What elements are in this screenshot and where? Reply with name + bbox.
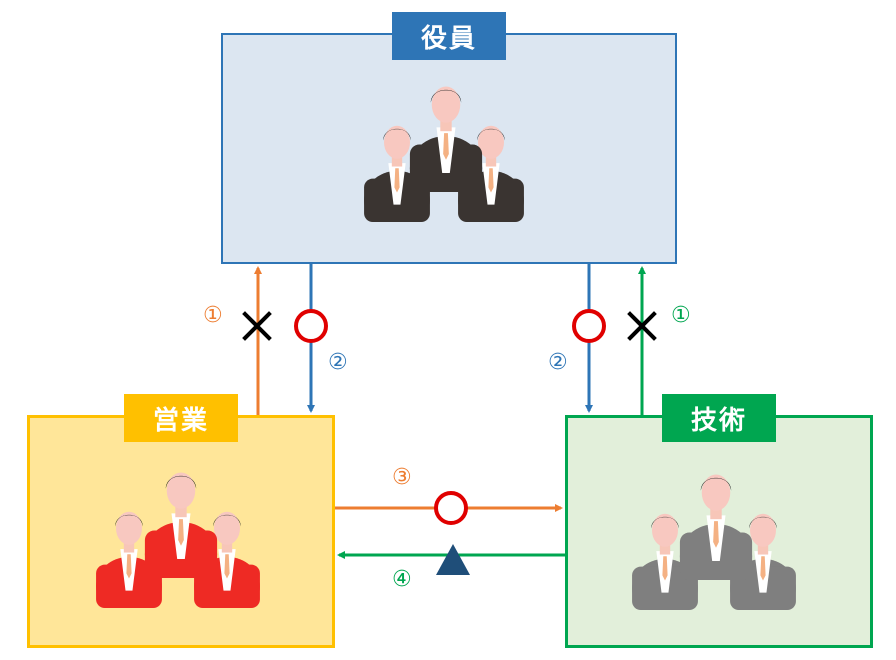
step-4: ④ — [392, 567, 412, 592]
executives-label: 役員 — [392, 12, 506, 60]
step-3: ③ — [392, 465, 412, 490]
cross-mark-icon — [627, 311, 657, 341]
triangle-partial-icon — [436, 544, 470, 575]
sales-people-icon — [96, 472, 260, 608]
sales-label: 営業 — [124, 394, 238, 442]
cross-mark-icon — [242, 311, 272, 341]
step-2-right: ② — [548, 350, 568, 375]
step-2-left: ② — [328, 350, 348, 375]
circle-ok-icon — [572, 309, 606, 343]
tech-label: 技術 — [662, 394, 776, 442]
executives-people-icon — [364, 86, 524, 222]
step-1-sales: ① — [203, 303, 223, 328]
tech-people-icon — [632, 474, 796, 610]
circle-ok-icon — [434, 491, 468, 525]
circle-ok-icon — [294, 309, 328, 343]
step-1-tech: ① — [671, 303, 691, 328]
